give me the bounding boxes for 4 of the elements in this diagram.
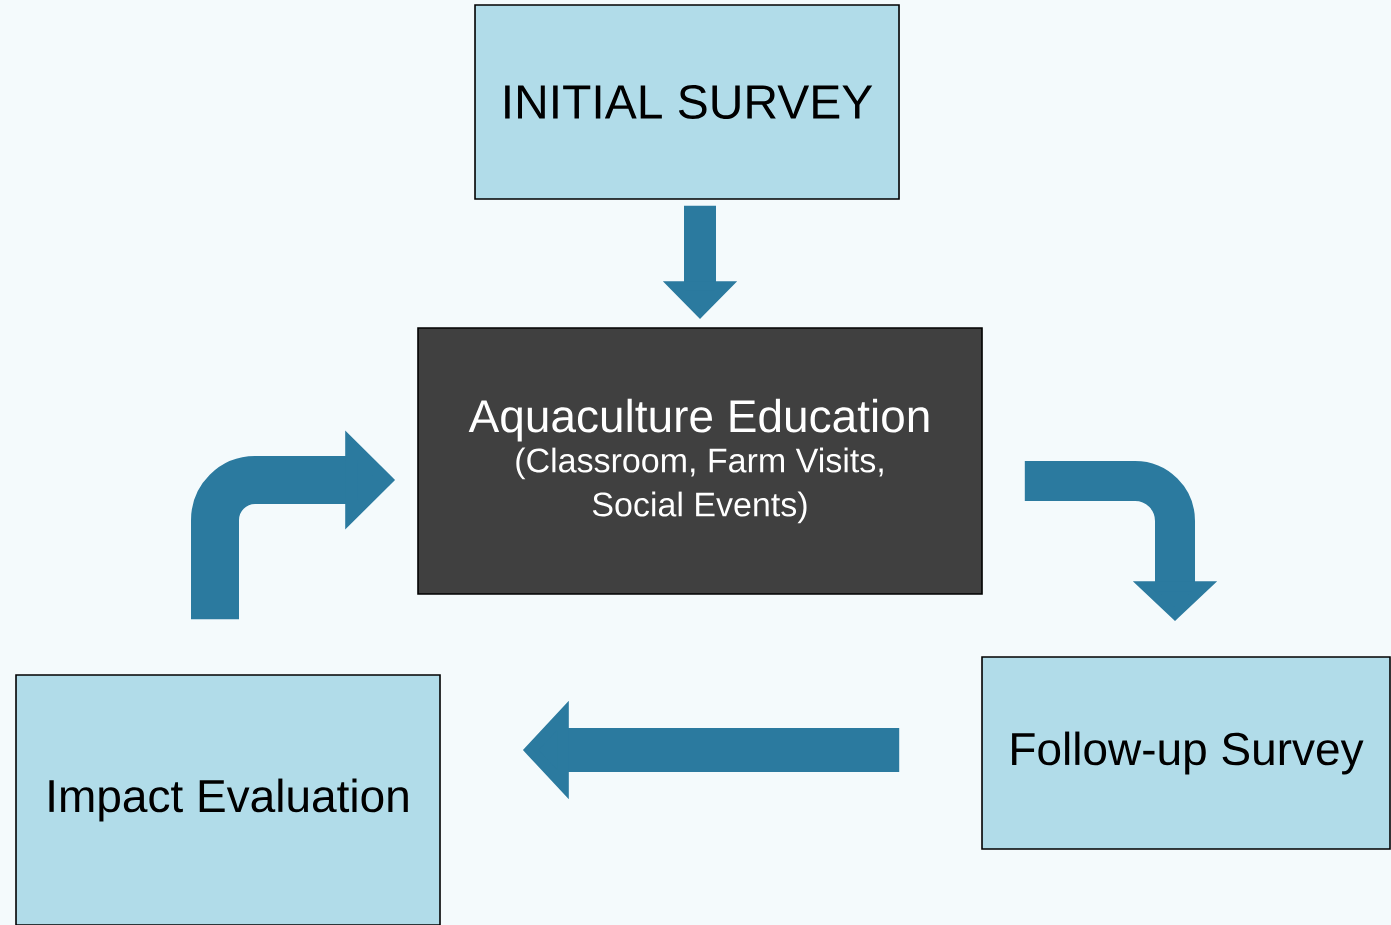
process-box: Follow-up Survey <box>981 656 1391 850</box>
process-box: INITIAL SURVEY <box>474 4 900 200</box>
process-box: Impact Evaluation <box>15 674 441 925</box>
process-box: Aquaculture Education (Classroom, Farm Visits, Social Events) <box>417 327 983 595</box>
